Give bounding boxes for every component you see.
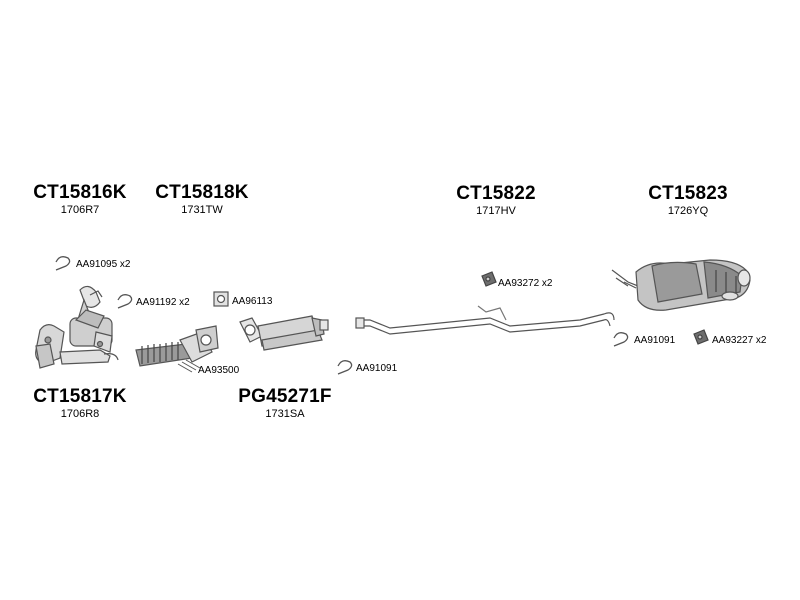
rear-silencer bbox=[611, 259, 751, 311]
gasket-part bbox=[213, 291, 229, 307]
particulate-filter bbox=[239, 315, 329, 351]
catalytic-converter-assembly bbox=[35, 285, 119, 369]
part-ref-1717hv: 1717HV bbox=[476, 205, 516, 217]
part-code-pg45271f: PG45271F bbox=[238, 386, 332, 407]
part-code-ct15818k: CT15818K bbox=[155, 182, 249, 203]
part-code-ct15817k: CT15817K bbox=[33, 386, 127, 407]
accessory-aa91192: AA91192 x2 bbox=[136, 297, 190, 308]
rubber-mount-aa93272 bbox=[481, 271, 497, 287]
accessory-aa91095: AA91095 x2 bbox=[76, 259, 131, 270]
accessory-aa91091-mid: AA91091 bbox=[356, 363, 398, 374]
clamp-aa91091-mid bbox=[337, 360, 353, 375]
part-code-ct15823: CT15823 bbox=[648, 183, 728, 204]
middle-pipe bbox=[355, 305, 615, 335]
accessory-aa91091-rear: AA91091 bbox=[634, 335, 676, 346]
part-ref-1731sa: 1731SA bbox=[265, 408, 305, 420]
accessory-aa93500: AA93500 bbox=[198, 365, 240, 376]
clamp-aa91095 bbox=[55, 256, 71, 271]
part-ref-1706r8: 1706R8 bbox=[60, 408, 100, 420]
part-ref-1726yq: 1726YQ bbox=[667, 205, 709, 217]
accessory-aa93227: AA93227 x2 bbox=[712, 335, 767, 346]
part-code-ct15816k: CT15816K bbox=[33, 182, 127, 203]
accessory-aa93272: AA93272 x2 bbox=[498, 278, 553, 289]
bolt-set bbox=[177, 359, 201, 373]
part-code-ct15822: CT15822 bbox=[456, 183, 536, 204]
part-ref-1731tw: 1731TW bbox=[181, 204, 223, 216]
part-ref-1706r7: 1706R7 bbox=[60, 204, 100, 216]
clamp-aa91091-rear bbox=[613, 332, 629, 347]
flex-pipe bbox=[135, 325, 219, 367]
accessory-aa96113: AA96113 bbox=[232, 296, 273, 307]
rubber-mount-aa93227 bbox=[693, 329, 709, 345]
clamp-aa91192 bbox=[117, 294, 133, 309]
